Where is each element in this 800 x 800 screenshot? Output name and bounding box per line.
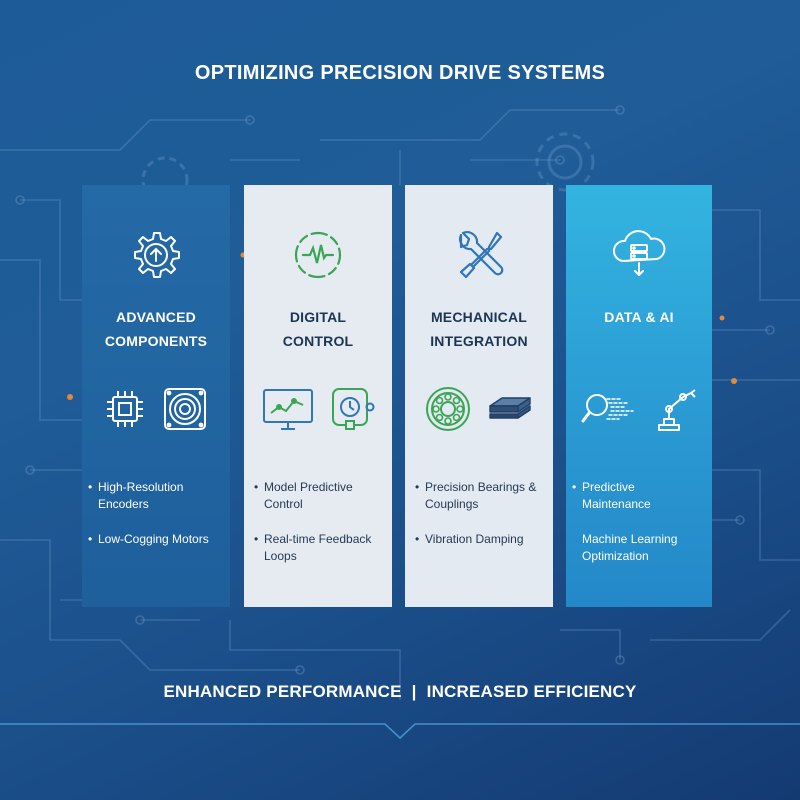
list-item: •Low-Cogging Motors [88, 532, 209, 546]
panel-heading-line1: DATA & AI [604, 309, 674, 325]
microchip-icon [103, 387, 147, 436]
panel-mechanical-integration: MECHANICAL INTEGRATION [405, 185, 553, 607]
panel-digital-control: DIGITAL CONTROL •Model Predictive Contro… [244, 185, 392, 607]
list-item: •Model Predictive Control [254, 479, 386, 513]
list-item: •Predictive Maintenance [572, 479, 706, 513]
panel-heading-line2: INTEGRATION [430, 333, 528, 349]
bullet-text: Machine Learning Optimization [582, 532, 678, 563]
monitor-chart-icon [261, 385, 315, 438]
footer-arrow-line [0, 723, 800, 740]
magnifier-data-icon [581, 385, 639, 438]
list-item: •Real-time Feedback Loops [254, 531, 386, 565]
bullet-text: Model Predictive Control [264, 480, 353, 511]
panel-heading-line1: DIGITAL [289, 309, 347, 325]
signal-cycle-icon [244, 227, 392, 283]
footer-separator: | [411, 682, 417, 701]
footer-banner: ENHANCED PERFORMANCE | INCREASED EFFICIENC… [0, 682, 800, 702]
wrench-screwdriver-icon [405, 227, 553, 283]
panel-data-ai: DATA & AI •Predictive Maintenance Machin… [566, 185, 712, 607]
panel-heading-line2: CONTROL [282, 333, 354, 349]
gear-arrow-icon [82, 227, 230, 283]
panel-heading-line1: ADVANCED [116, 309, 196, 325]
bullet-text: High-Resolution Encoders [98, 480, 184, 511]
list-item: •Vibration Damping [415, 532, 524, 546]
bullet-text: Precision Bearings & Couplings [425, 480, 537, 511]
list-item: Machine Learning Optimization [572, 531, 706, 565]
footer-left-text: ENHANCED PERFORMANCE [163, 682, 402, 701]
bullet-text: Low-Cogging Motors [98, 532, 209, 546]
panel-heading-line2: COMPONENTS [104, 333, 208, 349]
motor-icon [161, 385, 209, 438]
cloud-server-icon [566, 227, 712, 283]
panel-advanced-components: ADVANCED COMPONENTS •High-Resolut [82, 185, 230, 607]
page-title: OPTIMIZING PRECISION DRIVE SYSTEMS [194, 62, 606, 84]
bullet-text: Predictive Maintenance [582, 480, 651, 511]
list-item: •High-Resolution Encoders [88, 479, 224, 513]
panel-heading-line1: MECHANICAL [430, 309, 528, 325]
bearing-icon [424, 385, 472, 438]
robot-arm-icon [653, 385, 697, 438]
control-timer-icon [329, 385, 375, 438]
footer-right-text: INCREASED EFFICIENCY [426, 682, 637, 701]
damping-pad-icon [486, 392, 534, 431]
list-item: •Precision Bearings & Couplings [415, 479, 547, 513]
bullet-text: Vibration Damping [425, 532, 524, 546]
bullet-text: Real-time Feedback Loops [264, 532, 372, 563]
